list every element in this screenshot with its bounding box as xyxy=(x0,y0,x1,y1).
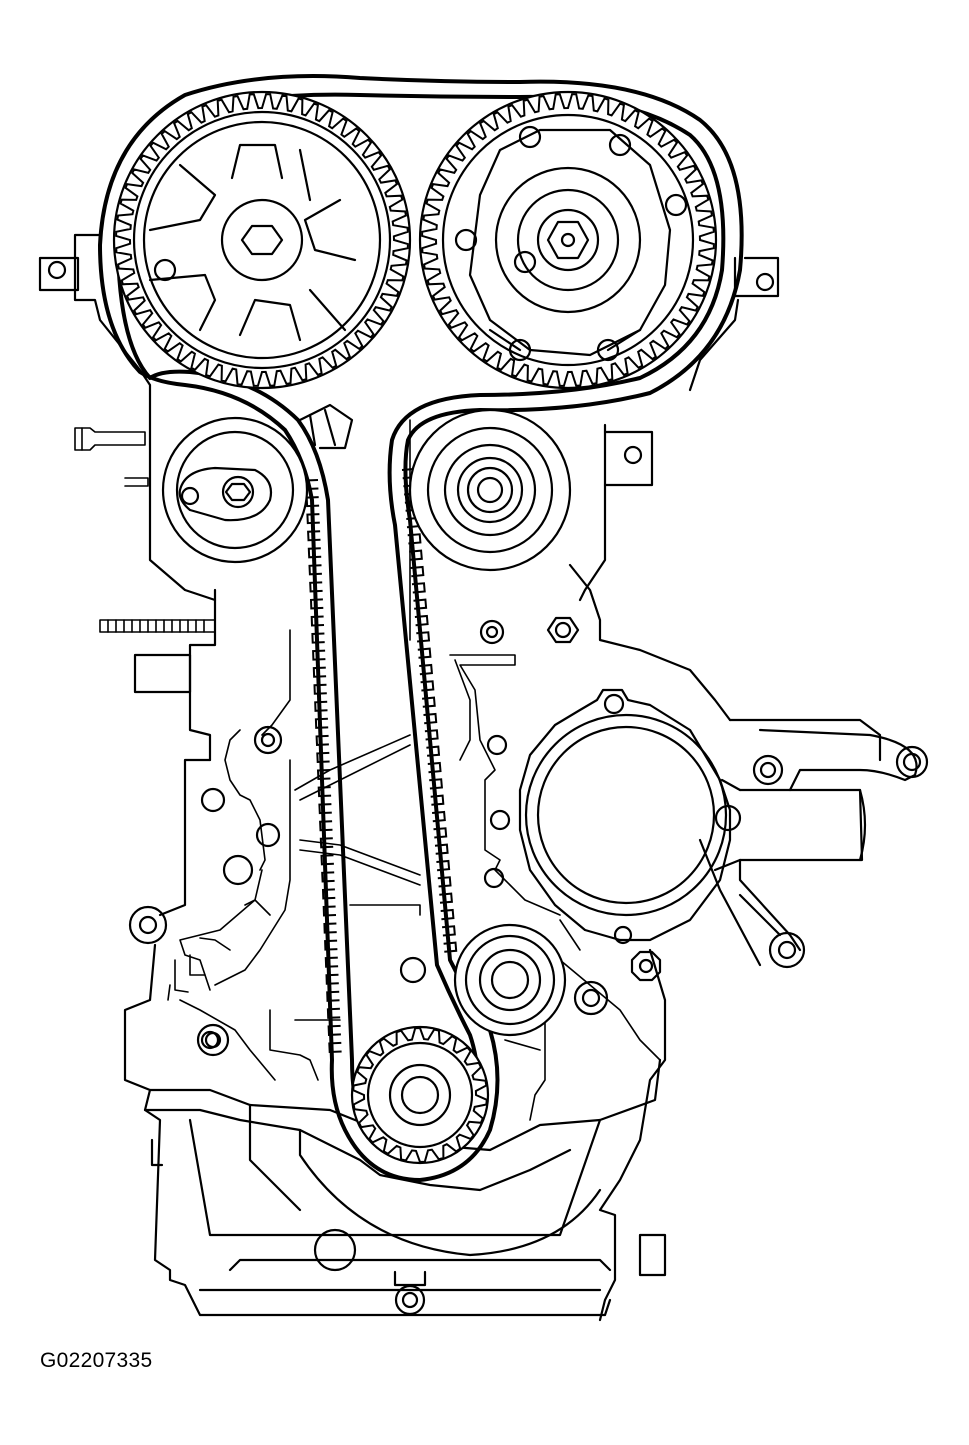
water-pump xyxy=(518,688,742,945)
timing-belt-tensioner xyxy=(161,403,354,564)
figure-caption: G02207335 xyxy=(40,1349,153,1372)
engine-block xyxy=(38,233,929,1322)
intake-camshaft-sprocket xyxy=(418,90,718,390)
lower-idler-pulley xyxy=(453,923,567,1037)
upper-idler-pulley xyxy=(408,408,572,572)
exhaust-camshaft-sprocket xyxy=(112,90,412,390)
crankshaft-sprocket xyxy=(350,1025,490,1165)
